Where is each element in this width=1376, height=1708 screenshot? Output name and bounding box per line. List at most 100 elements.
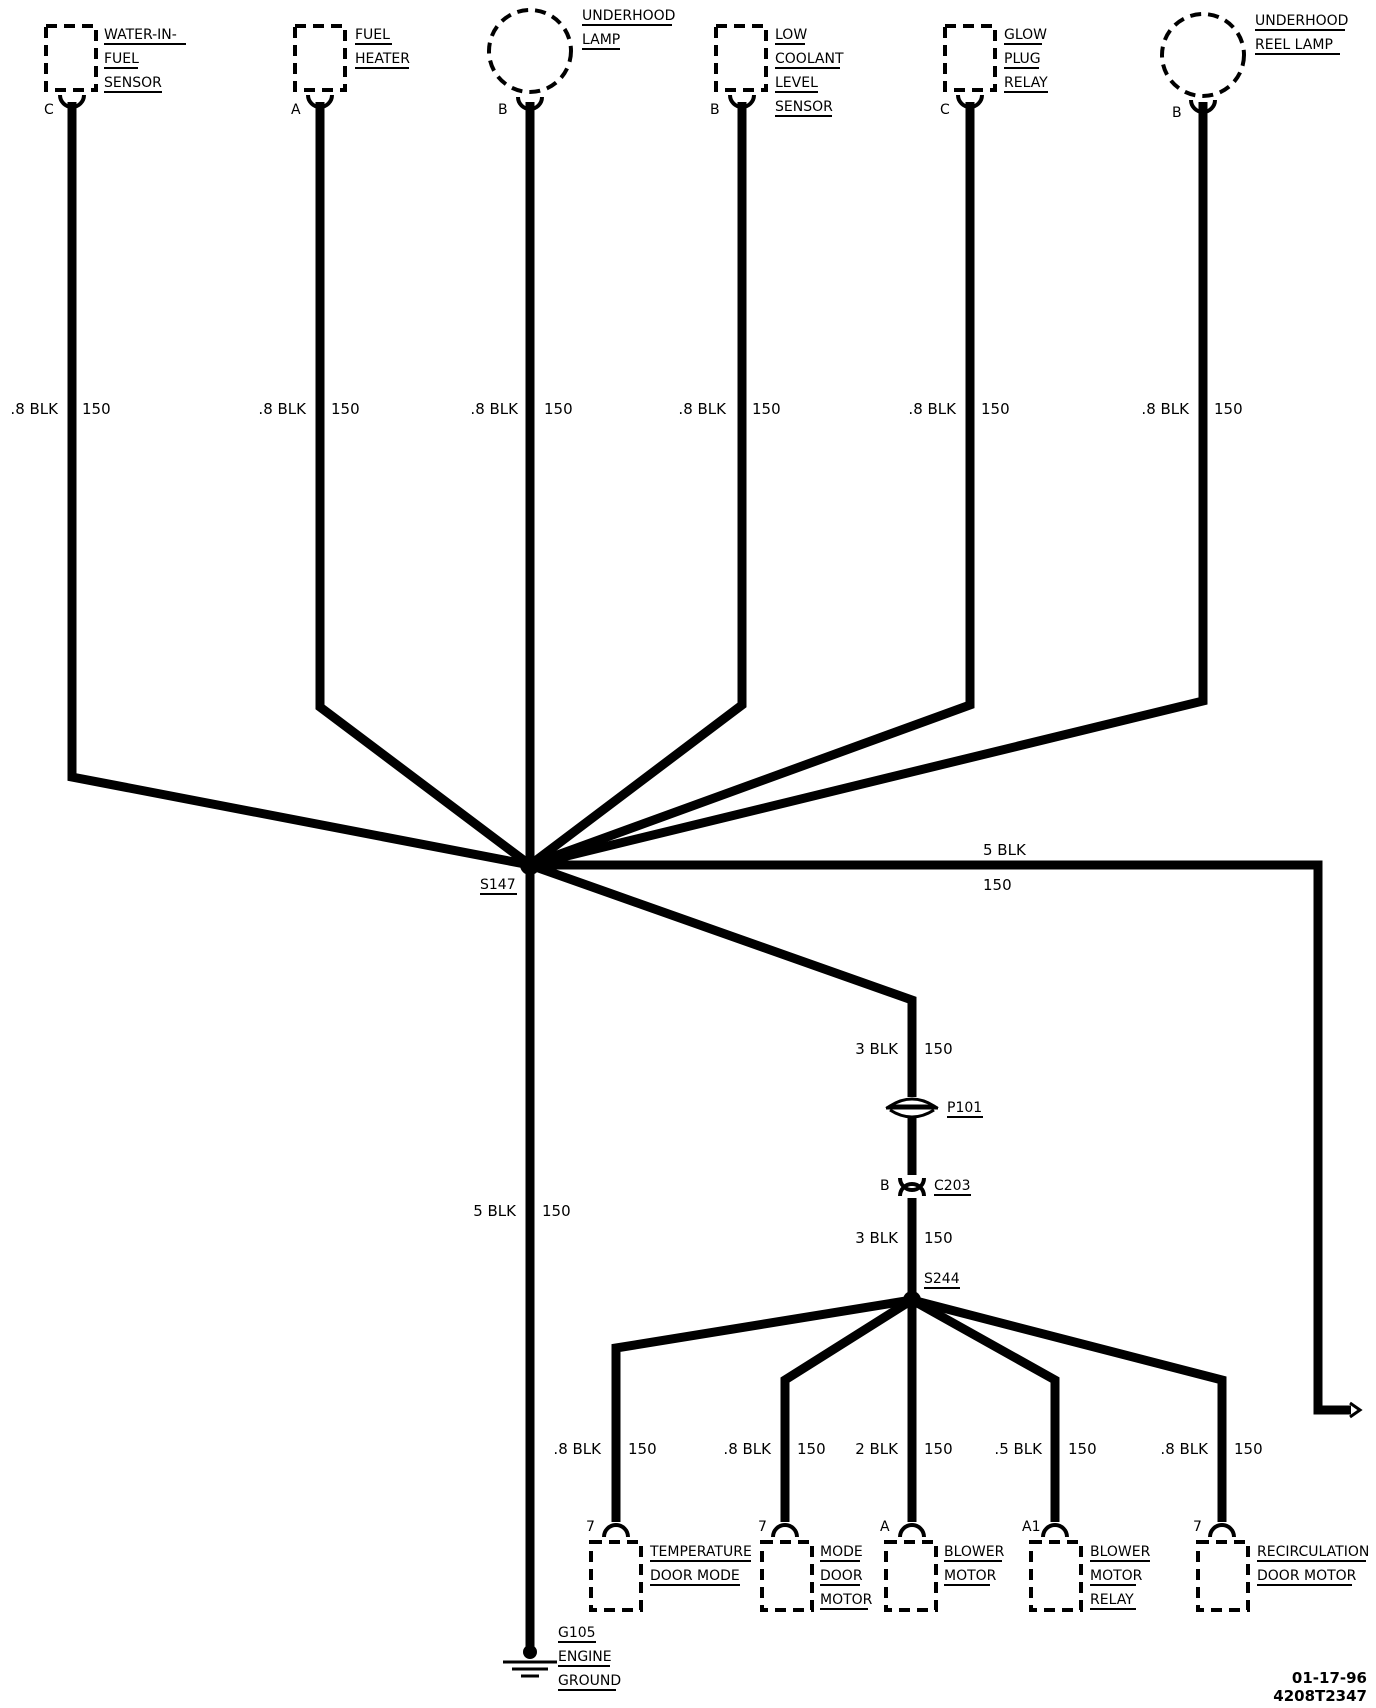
component-low-coolant-level-sensor: B LOW COOLANT LEVEL SENSOR [710, 24, 844, 118]
label-line: PLUG [1004, 51, 1041, 67]
arrow-icon [1349, 1401, 1363, 1419]
label-line: DOOR MOTOR [1257, 1568, 1357, 1584]
connector-cup-icon [898, 1523, 926, 1538]
pin-label: A1 [1022, 1519, 1040, 1535]
circuit-label: 150 [924, 1229, 953, 1247]
label-line: DOOR [820, 1568, 863, 1584]
label-line: FUEL [355, 27, 390, 43]
dashed-box-icon [589, 1540, 643, 1612]
circuit-label: 150 [331, 400, 360, 418]
circuit-label: 150 [1068, 1440, 1097, 1458]
wire-fuel-heater [315, 102, 533, 869]
wire-size-label: .8 BLK [908, 400, 957, 418]
circuit-label: 150 [1214, 400, 1243, 418]
label-line: REEL LAMP [1255, 37, 1333, 53]
wire-branch-right [530, 860, 1351, 1415]
wire-low-coolant-level-sensor [527, 102, 747, 869]
wire-size-label: .8 BLK [1141, 400, 1190, 418]
lamp-circle-icon [1160, 12, 1246, 98]
dashed-box-icon [1196, 1540, 1250, 1612]
wire-size-label: 2 BLK [855, 1440, 899, 1458]
dashed-box-icon [714, 24, 768, 92]
label-line: MOTOR [1090, 1568, 1143, 1584]
label-line: FUEL [104, 51, 139, 67]
pin-label: A [291, 102, 301, 118]
splice-s147: S147 [480, 855, 540, 895]
wire-size-label: .8 BLK [678, 400, 727, 418]
label-line: LOW [775, 27, 807, 43]
wires [67, 102, 1351, 1650]
component-water-in-fuel-sensor: C WATER-IN- FUEL SENSOR [44, 24, 186, 118]
pin-label: C [44, 102, 54, 118]
wire-size-label: .8 BLK [553, 1440, 602, 1458]
pin-label: C [940, 102, 950, 118]
circuit-label: 150 [983, 876, 1012, 894]
dashed-box-icon [760, 1540, 814, 1612]
splice-dot-icon [520, 855, 540, 875]
connector-cup-icon [898, 1182, 926, 1197]
stamp-date: 01-17-96 [1292, 1669, 1367, 1687]
passthrough-icon [889, 1108, 935, 1119]
wire-size-label: .8 BLK [723, 1440, 772, 1458]
component-blower-motor: A BLOWER MOTOR [880, 1519, 1005, 1612]
circuit-label: 150 [82, 400, 111, 418]
passthrough-label: P101 [947, 1100, 982, 1116]
label-line: DOOR MODE [650, 1568, 740, 1584]
label-line: UNDERHOOD [582, 8, 675, 24]
wire-glow-plug-relay [528, 102, 975, 870]
label-line: UNDERHOOD [1255, 13, 1348, 29]
connector-cup-icon [58, 94, 86, 109]
label-line: G105 [558, 1625, 596, 1641]
wire-size-label: 5 BLK [983, 841, 1027, 859]
dashed-box-icon [44, 24, 98, 92]
ground-dot-icon [523, 1645, 537, 1659]
lamp-circle-icon [487, 8, 573, 94]
connector-cup-icon [602, 1523, 630, 1538]
wire-underhood-reel-lamp [528, 102, 1208, 870]
wire-mode-door-motor [780, 1296, 915, 1522]
connector-cup-icon [306, 94, 334, 109]
label-line: BLOWER [1090, 1544, 1151, 1560]
wire-branch-lower-upper [528, 860, 917, 1097]
label-line: BLOWER [944, 1544, 1005, 1560]
wire-recirculation-door-motor [910, 1295, 1227, 1522]
wire-size-label: 3 BLK [855, 1040, 899, 1058]
dashed-box-icon [293, 24, 347, 92]
component-mode-door-motor: 7 MODE DOOR MOTOR [758, 1519, 873, 1612]
label-line: COOLANT [775, 51, 844, 67]
stamp-code: 4208T2347 [1273, 1687, 1367, 1705]
component-temperature-door-mode: 7 TEMPERATURE DOOR MODE [586, 1519, 752, 1612]
circuit-label: 150 [544, 400, 573, 418]
splice-label: S244 [924, 1271, 960, 1287]
pin-label: B [880, 1178, 890, 1194]
circuit-label: 150 [542, 1202, 571, 1220]
top-wire-labels: .8 BLK 150 .8 BLK 150 .8 BLK 150 .8 BLK … [10, 400, 1242, 418]
component-fuel-heater: A FUEL HEATER [291, 24, 410, 118]
label-line: LAMP [582, 32, 620, 48]
dashed-box-icon [943, 24, 997, 92]
passthrough-p101: P101 [884, 1097, 983, 1119]
label-line: GLOW [1004, 27, 1047, 43]
label-line: SENSOR [104, 75, 162, 91]
circuit-label: 150 [924, 1440, 953, 1458]
label-line: RELAY [1004, 75, 1048, 91]
wire-temperature-door-mode [611, 1295, 913, 1522]
wire-size-label: 3 BLK [855, 1229, 899, 1247]
circuit-label: 150 [752, 400, 781, 418]
pin-label: 7 [586, 1519, 595, 1535]
label-line: MOTOR [944, 1568, 997, 1584]
pin-label: 7 [1193, 1519, 1202, 1535]
wire-size-label: .8 BLK [470, 400, 519, 418]
pin-label: B [498, 102, 508, 118]
connector-cup-icon [516, 96, 544, 111]
wire-size-label: .8 BLK [258, 400, 307, 418]
label-line: TEMPERATURE [649, 1544, 752, 1560]
splice-s244: S244 [903, 1271, 960, 1309]
circuit-label: 150 [981, 400, 1010, 418]
connector-label: C203 [934, 1178, 971, 1194]
pin-label: B [1172, 105, 1182, 121]
dashed-box-icon [884, 1540, 938, 1612]
splice-dot-icon [903, 1291, 921, 1309]
label-line: ENGINE [558, 1649, 612, 1665]
